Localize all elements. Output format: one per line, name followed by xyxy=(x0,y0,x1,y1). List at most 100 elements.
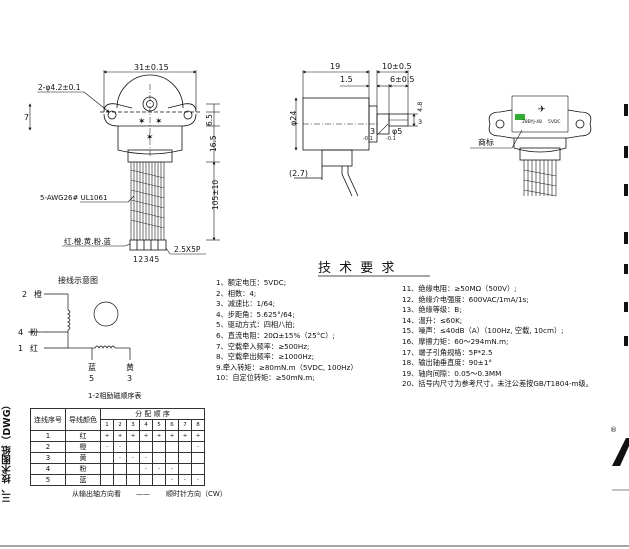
sequence-cell xyxy=(139,474,153,486)
svg-text:✶: ✶ xyxy=(146,133,154,143)
sequence-cell xyxy=(152,441,166,453)
sequence-cell: + xyxy=(100,430,114,442)
spec-item: 12、绝缘介电强度：600VAC/1mA/1s; xyxy=(402,294,529,304)
section-heading: 三、技术图纸（DWG） xyxy=(2,400,13,503)
spec-item: 5、驱动方式：四相八拍; xyxy=(216,320,295,330)
sequence-cell: + xyxy=(113,430,127,442)
table-head-order: 分 配 顺 序 xyxy=(100,408,205,420)
wire-spec-label: 5-AWG26# UL1061 xyxy=(40,194,107,202)
spec-title: 技 术 要 求 xyxy=(318,261,396,276)
sequence-cell xyxy=(126,474,140,486)
sequence-cell xyxy=(178,452,192,464)
spec-item: 7、空载牵入频率：≥500Hz; xyxy=(216,341,310,351)
sequence-cell xyxy=(165,441,179,453)
product-label: ✈ 28BYJ-48 5VDC 商标 xyxy=(470,95,569,149)
dim-3-tol: -0.1 xyxy=(363,136,373,142)
pin-5-color: 蓝 xyxy=(88,362,96,372)
pin-1-color: 红 xyxy=(30,343,38,353)
row-seq: 5 xyxy=(30,474,66,486)
step-header: 3 xyxy=(126,419,140,431)
dim-3: 3 xyxy=(370,127,375,136)
side-dim-labels: 19 10±0.5 1.5 6±0.5 3 -0.1 φ5 -0.1 φ24 (… xyxy=(289,62,424,178)
sequence-cell: - xyxy=(139,452,153,464)
rear-view xyxy=(488,96,592,197)
sequence-cell xyxy=(178,463,192,475)
sequence-cell xyxy=(191,452,205,464)
pin-4-num: 4 xyxy=(18,328,23,337)
sequence-cell: + xyxy=(191,430,205,442)
excitation-caption: 1-2相励磁顺序表 xyxy=(88,391,141,400)
side-dimensions xyxy=(294,70,418,151)
sequence-cell xyxy=(178,441,192,453)
dim-phi5: φ5 xyxy=(392,127,402,136)
spec-list-left: 1、额定电压：5VDC; 2、相数：4; 3、减速比：1/64; 4、步距角：5… xyxy=(216,278,358,384)
step-header: 8 xyxy=(191,419,205,431)
front-view: ✶ ✶ ✶ xyxy=(100,74,200,251)
spec-item: 20、括号内尺寸为参考尺寸，未注公差按GB/T1804-m级。 xyxy=(402,379,593,389)
sequence-cell xyxy=(191,463,205,475)
right-edge-marks: ® xyxy=(610,104,629,491)
sequence-cell: - xyxy=(191,441,205,453)
row-seq: 3 xyxy=(30,452,66,464)
spec-item: 17、端子引角规格：5P*2.5 xyxy=(402,347,493,357)
spec-item: 4、步距角：5.625°/64; xyxy=(216,309,295,319)
sequence-cell xyxy=(152,452,166,464)
wiring-diagram xyxy=(28,293,131,360)
spec-list-right: 11、绝缘电阻：≥50MΩ（500V）; 12、绝缘介电强度：600VAC/1m… xyxy=(402,284,593,390)
sequence-cell: - xyxy=(152,463,166,475)
step-header: 2 xyxy=(113,419,127,431)
sequence-cell xyxy=(113,463,127,475)
dim-4-8: 4.8 xyxy=(416,102,424,112)
pin-2-color: 橙 xyxy=(34,289,42,299)
dim-7: 7 xyxy=(24,113,29,122)
registered-icon: ® xyxy=(610,426,617,434)
step-header: 5 xyxy=(152,419,166,431)
dim-1-5: 1.5 xyxy=(340,75,353,84)
table-head-seq: 连线序号 xyxy=(30,408,66,431)
spec-item: 9.牵入转矩：≥80mN.m（5VDC, 100Hz） xyxy=(216,362,358,372)
table-head-color: 导线颜色 xyxy=(65,408,101,431)
pin-1-num: 1 xyxy=(18,344,23,353)
dim-10: 10±0.5 xyxy=(382,62,412,71)
wire-colors-label: 红.橙.黄.粉.蓝 xyxy=(64,236,112,246)
pin-5-num: 5 xyxy=(89,374,94,383)
sequence-cell: - xyxy=(178,474,192,486)
row-color: 橙 xyxy=(65,441,101,453)
svg-text:✶: ✶ xyxy=(155,117,163,127)
sequence-cell: + xyxy=(126,430,140,442)
sequence-cell xyxy=(100,452,114,464)
sequence-cell: + xyxy=(178,430,192,442)
spec-item: 6、直流电阻：20Ω±15%（25°C）; xyxy=(216,330,335,340)
sequence-cell: - xyxy=(191,474,205,486)
front-dim-labels: 31±0.15 2-φ4.2±0.1 7 6.5 16.5 105±10 5-A… xyxy=(24,63,220,264)
green-logo-mark xyxy=(515,114,525,120)
row-seq: 1 xyxy=(30,430,66,442)
spec-item: 15、噪声：≤40dB（A）（100Hz, 空载, 10cm）; xyxy=(402,326,564,336)
row-color: 黄 xyxy=(65,452,101,464)
side-view xyxy=(294,97,409,197)
wiring-labels: 接线示意图 2 橙 4 粉 1 红 蓝 5 黄 3 1-2相励磁顺序表 xyxy=(18,275,141,400)
spec-item: 11、绝缘电阻：≥50MΩ（500V）; xyxy=(402,284,517,293)
footer-dash: —— xyxy=(136,490,150,498)
row-color: 粉 xyxy=(65,463,101,475)
sequence-cell: - xyxy=(165,463,179,475)
spec-item: 18、输出轴垂直度：90±1° xyxy=(402,358,492,368)
spec-item: 19、轴向间隙：0.05～0.3MM xyxy=(402,368,502,378)
dim-phi24: φ24 xyxy=(289,111,298,126)
dim-3b: 3 xyxy=(418,118,422,126)
connector-label: 2.5X5P xyxy=(174,245,201,254)
step-header: 1 xyxy=(100,419,114,431)
sequence-cell xyxy=(165,452,179,464)
step-header: 7 xyxy=(178,419,192,431)
dim-phi5-tol: -0.1 xyxy=(386,136,396,142)
front-dimensions xyxy=(28,70,220,255)
pin-2-num: 2 xyxy=(22,290,27,299)
svg-text:✶: ✶ xyxy=(138,117,146,127)
